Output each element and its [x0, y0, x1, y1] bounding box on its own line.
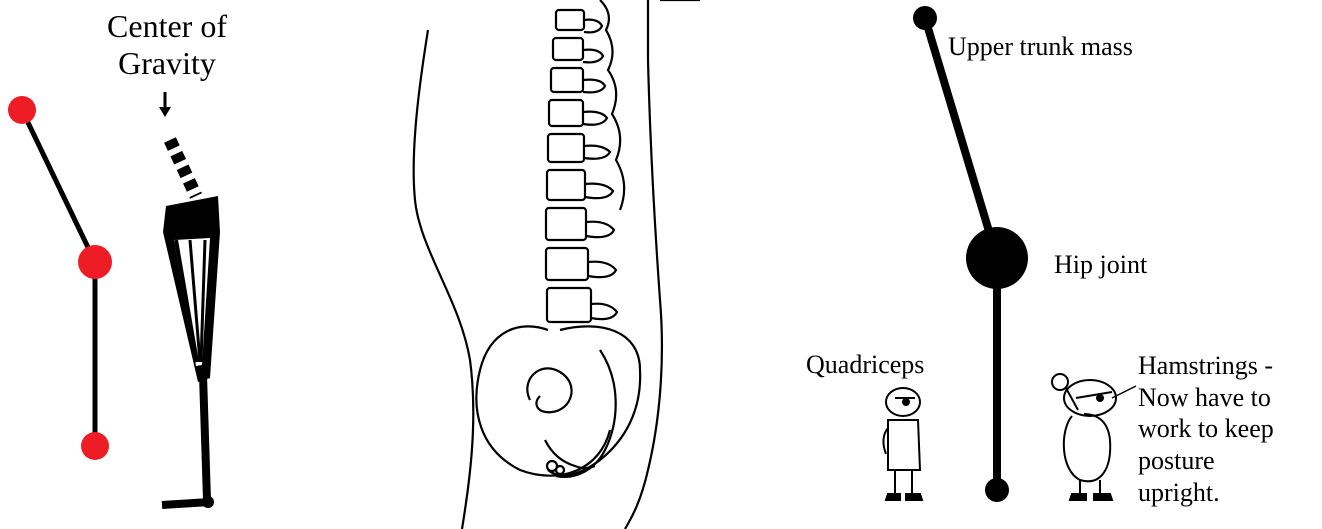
hamstrings-label: Hamstrings - Now have to work to keep po…: [1138, 350, 1274, 509]
spine-pelvis-drawing: [414, 0, 700, 529]
center-of-gravity-label: Center of Gravity: [72, 8, 262, 82]
hip-joint-label: Hip joint: [1054, 250, 1147, 280]
ankle-node: [985, 478, 1009, 502]
leg-mechanics-diagram: [159, 92, 220, 508]
center-of-gravity-line1: Center of: [72, 8, 262, 45]
vertebrae: [546, 0, 624, 322]
shoulder-joint-dot: [8, 96, 36, 124]
stick-figure-red-joints: [8, 96, 112, 460]
upper-trunk-mass-node: [913, 6, 937, 30]
gravity-arrow-head: [159, 107, 171, 117]
ankle-joint-dot: [81, 432, 109, 460]
center-of-gravity-line2: Gravity: [72, 45, 262, 82]
quadriceps-figure: [883, 388, 922, 500]
hip-joint-node: [966, 227, 1028, 289]
hip-joint-dot: [78, 245, 112, 279]
hamstrings-line: posture: [1138, 445, 1274, 477]
hamstrings-figure: [1052, 374, 1136, 500]
hamstrings-line: upright.: [1138, 477, 1274, 509]
upper-trunk-mass-label: Upper trunk mass: [948, 32, 1133, 62]
hamstrings-line: Hamstrings -: [1138, 350, 1274, 382]
hamstrings-line: work to keep: [1138, 413, 1274, 445]
quadriceps-label: Quadriceps: [806, 350, 924, 380]
hamstrings-line: Now have to: [1138, 382, 1274, 414]
hip-mechanics-model: [913, 6, 1028, 502]
